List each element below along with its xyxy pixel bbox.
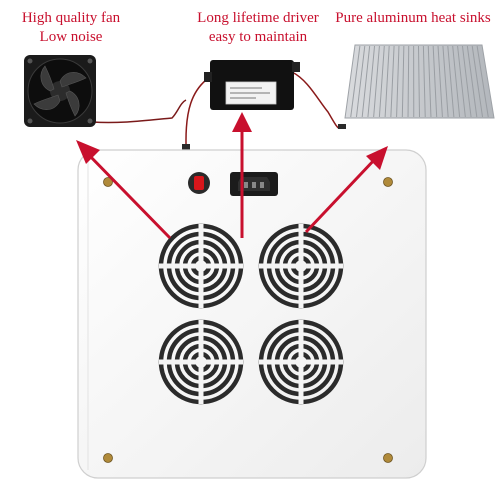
caption-fan-line1: High quality fan [21,10,121,26]
wire-connector [182,144,190,150]
heat-sink-fin [378,45,385,118]
vent-bar [298,224,304,308]
heat-sink-fin [442,45,449,118]
heat-sink-fin [466,45,478,118]
heat-sink-fin [452,45,461,118]
heat-sink-fin [390,45,395,118]
screw [383,453,393,463]
heat-sink-fin [447,45,455,118]
caption-driver-line2: easy to maintain [208,29,308,45]
screw [103,177,113,187]
arrow-icon [76,140,172,240]
heat-sink-fin [361,45,371,118]
driver-wire-left [185,79,207,150]
fan-wire [91,99,187,124]
arrow-icon [232,112,252,238]
vent-bar [198,224,204,308]
caption-driver: Long lifetime driver easy to maintain [176,9,340,47]
wire-connector [338,124,346,129]
heat-sink-fin [407,45,410,118]
caption-heat-sinks-line1: Pure aluminum heat sinks [335,10,491,26]
heat-sink-fin [373,45,380,118]
driver-wire-right [291,71,341,130]
heat-sink-fin [422,45,426,118]
heat-sink-fin [401,45,405,118]
screw [103,453,113,463]
fan-vent-icon [158,319,244,405]
screws [103,177,393,463]
fan-vent-icon [258,223,344,309]
power-socket-icon [230,172,278,196]
heat-sink-fin [437,45,443,118]
heat-sink-fin [350,45,361,118]
caption-fan-line2: Low noise [39,29,103,45]
heat-sink-fin [384,45,390,118]
heat-sink-fin [432,45,438,118]
vent-bar [198,320,204,404]
heat-sink-fin [457,45,466,118]
cooling-fan-icon [24,55,96,127]
caption-driver-line1: Long lifetime driver [197,10,319,26]
arrows [76,112,388,240]
heat-sink-fin [355,45,366,118]
fan-vent-icon [158,223,244,309]
heat-sink-fin [476,45,489,118]
arrow-icon [304,146,388,234]
caption-heat-sinks: Pure aluminum heat sinks [326,9,500,28]
led-driver-icon [204,60,300,110]
heat-sink-fin [471,45,484,118]
power-switch-icon [188,172,210,194]
heat-sink-fin [461,45,472,118]
fan-vent-icon [258,319,344,405]
heat-sink-fin [427,45,432,118]
caption-fan: High quality fan Low noise [0,9,142,47]
heat-sink-icon [344,44,495,119]
heat-sink-fin [418,45,420,118]
vent-bar [298,320,304,404]
heat-sink-fin [367,45,376,118]
screw [383,177,393,187]
heat-sink-fin [396,45,400,118]
fan-vents [158,223,344,405]
